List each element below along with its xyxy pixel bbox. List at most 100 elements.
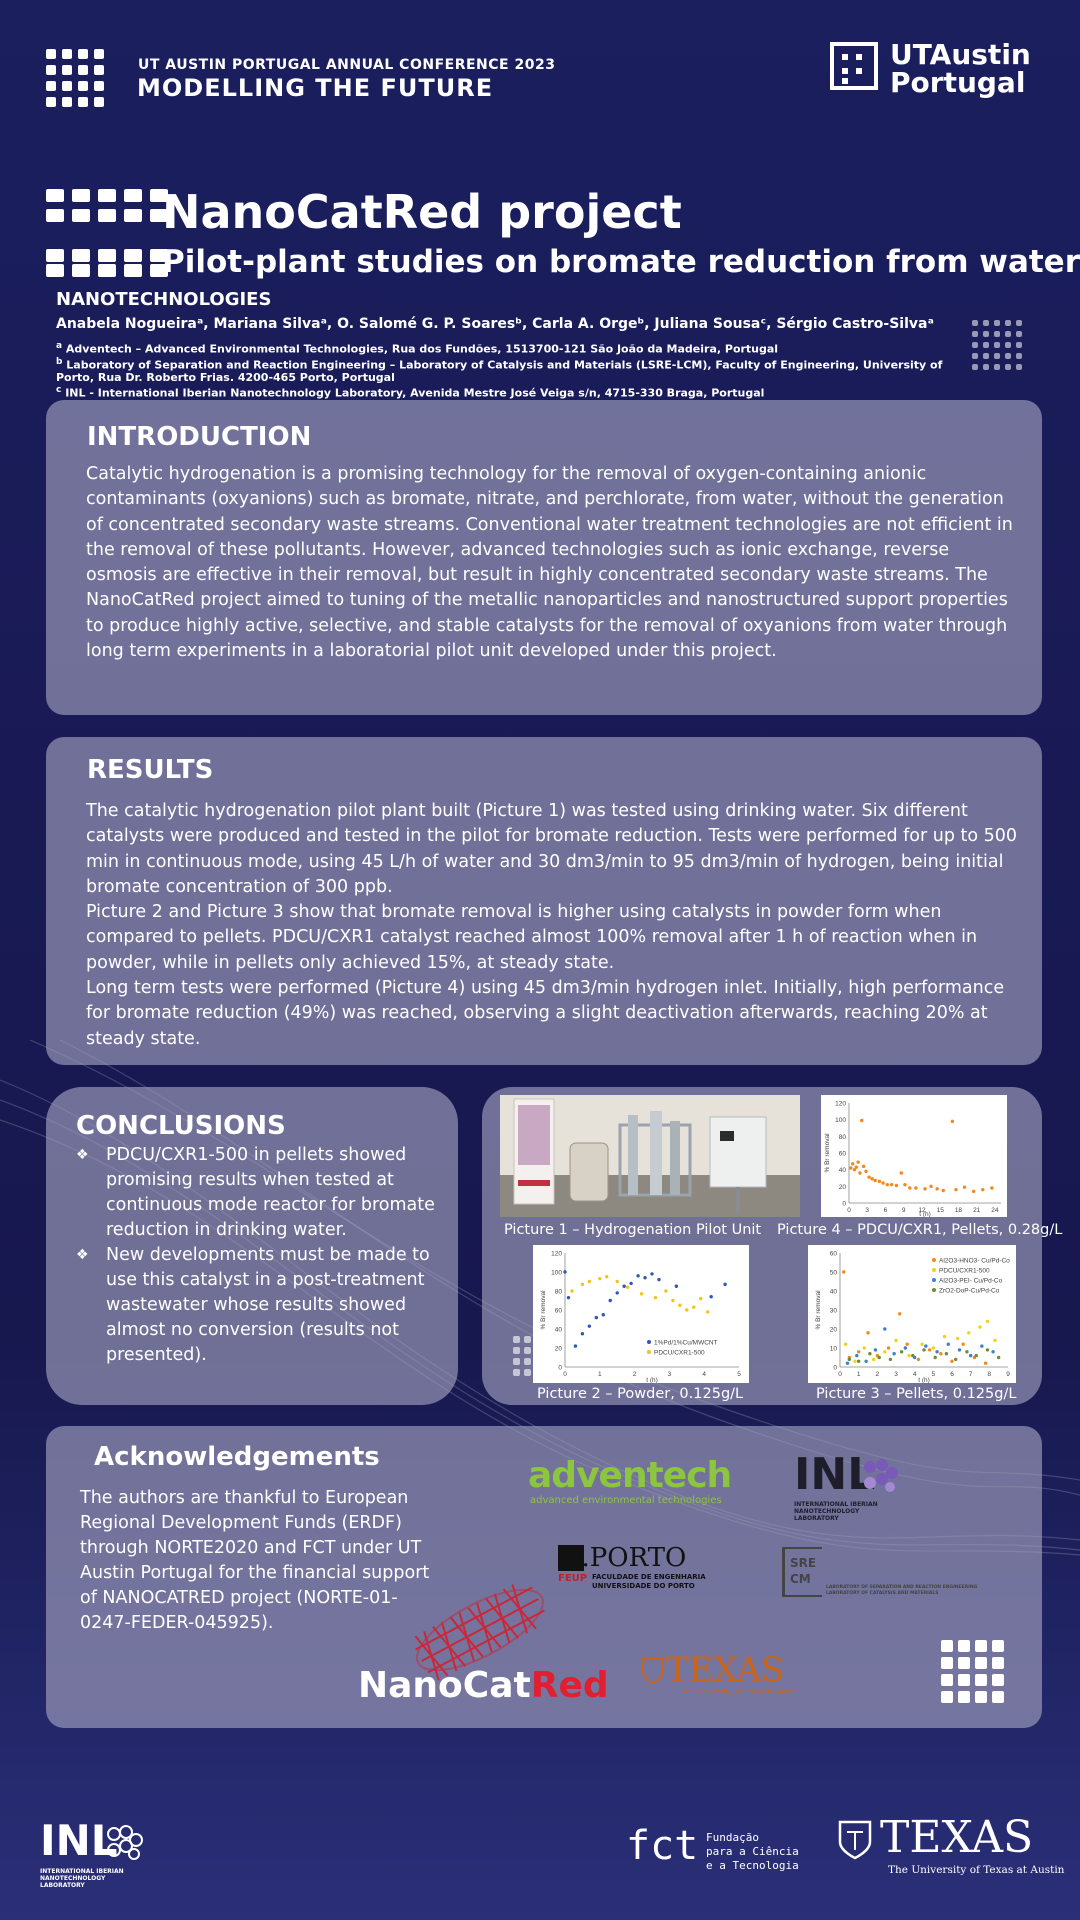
data-point (622, 1284, 626, 1288)
data-point (965, 1350, 969, 1354)
data-point (899, 1350, 904, 1354)
data-point (850, 1162, 855, 1166)
data-point (643, 1276, 647, 1280)
results-body: The catalytic hydrogenation pilot plant … (86, 799, 1021, 1052)
acknowledgements-body: The authors are thankful to European Reg… (80, 1488, 430, 1633)
y-tick-label: 20 (830, 1327, 838, 1334)
data-point (587, 1324, 592, 1328)
x-tick-label: 3 (865, 1207, 869, 1214)
nanocatred-wordmark-b: Red (530, 1665, 609, 1706)
x-tick-label: 15 (937, 1207, 945, 1214)
diamond-bullet-icon: ❖ (76, 1147, 89, 1163)
data-point (723, 1282, 727, 1287)
authors: Anabela Nogueiraᵃ, Mariana Silvaᵃ, O. Sa… (56, 316, 934, 332)
data-point (914, 1186, 918, 1190)
pilot-unit-illustration (500, 1095, 800, 1217)
texas-footer-tagline: The University of Texas at Austin (888, 1864, 1065, 1876)
inl-tagline: INTERNATIONAL IBERIAN NANOTECHNOLOGY LAB… (794, 1501, 878, 1522)
data-point (678, 1303, 682, 1307)
data-point (868, 1352, 872, 1356)
data-point (993, 1338, 997, 1343)
data-point (615, 1291, 619, 1295)
texas-footer-wordmark: TEXAS (880, 1812, 1034, 1863)
decorative-dot-grid (972, 320, 1022, 370)
data-point (883, 1350, 887, 1354)
data-point (856, 1359, 861, 1363)
figure-caption-3: Picture 3 – Pellets, 0.125g/L (816, 1386, 1017, 1402)
x-tick-label: 4 (702, 1371, 706, 1378)
srecm-wordmark: SRE CM (790, 1556, 817, 1586)
data-point (942, 1334, 947, 1339)
data-point (674, 1284, 679, 1288)
data-point (854, 1165, 858, 1169)
y-tick-label: 60 (839, 1151, 847, 1158)
affiliation-b: b Laboratory of Separation and Reaction … (56, 356, 943, 385)
data-point (924, 1344, 928, 1348)
figure-caption-1: Picture 1 – Hydrogenation Pilot Unit (504, 1222, 762, 1238)
data-point (967, 1331, 971, 1335)
x-tick-label: 2 (876, 1371, 880, 1378)
data-point (911, 1353, 915, 1358)
data-point (923, 1187, 927, 1191)
data-point (864, 1359, 868, 1363)
data-point (625, 1285, 630, 1289)
data-point (843, 1342, 848, 1346)
data-point (664, 1289, 668, 1293)
texas-tagline: The University of Texas at Austin (682, 1688, 797, 1696)
data-point (566, 1295, 571, 1300)
inl-hex-icon (864, 1459, 898, 1492)
data-point (650, 1272, 654, 1276)
data-point (685, 1308, 689, 1312)
data-point (920, 1342, 924, 1346)
data-point (927, 1348, 932, 1352)
x-tick-label: 8 (988, 1371, 992, 1378)
data-point (881, 1181, 885, 1185)
conclusions-section: CONCLUSIONS ❖PDCU/CXR1-500 in pellets sh… (46, 1087, 458, 1405)
data-point (856, 1350, 861, 1354)
nanocatred-logo: NanoCatRed (358, 1665, 609, 1706)
data-point (898, 1312, 902, 1316)
y-tick-label: 120 (835, 1101, 846, 1108)
data-point (935, 1187, 939, 1191)
data-point (849, 1166, 853, 1170)
inl-footer-logo: INL INTERNATIONAL IBERIAN NANOTECHNOLOGY… (40, 1816, 160, 1889)
x-tick-label: 18 (955, 1207, 963, 1214)
results-heading: RESULTS (87, 755, 214, 785)
y-tick-label: 10 (830, 1346, 838, 1353)
data-point (864, 1169, 868, 1174)
data-point (852, 1167, 857, 1172)
data-point (985, 1319, 990, 1324)
data-point (842, 1270, 846, 1274)
data-point (933, 1355, 937, 1360)
x-tick-label: 1 (857, 1371, 861, 1378)
data-point (608, 1298, 612, 1303)
introduction-heading: INTRODUCTION (87, 422, 312, 452)
y-axis-label: % Br removal (824, 1133, 831, 1173)
data-point (903, 1182, 907, 1187)
data-point (888, 1357, 893, 1362)
data-point (867, 1175, 871, 1179)
project-subtitle: Pilot-plant studies on bromate reduction… (162, 244, 1080, 280)
legend-marker (932, 1258, 936, 1262)
y-tick-label: 0 (558, 1365, 562, 1372)
conclusions-heading: CONCLUSIONS (76, 1111, 286, 1141)
data-point (873, 1178, 877, 1183)
data-point (845, 1361, 850, 1365)
legend-label: 1%Pd/1%Cu/MWCNT (654, 1340, 718, 1347)
x-tick-label: 5 (737, 1371, 741, 1378)
inl-footer-tagline: INTERNATIONAL IBERIAN NANOTECHNOLOGY LAB… (40, 1868, 124, 1889)
data-point (978, 1325, 982, 1329)
data-point (935, 1350, 939, 1354)
texas-wordmark: TEXAS (666, 1650, 785, 1690)
inl-footer-wordmark: INL (40, 1816, 118, 1865)
uporto-logo: U.PORTO FEUP FACULDADE DE ENGENHARIA UNI… (558, 1543, 728, 1597)
data-point (598, 1276, 602, 1281)
data-point (931, 1346, 936, 1350)
data-point (877, 1355, 881, 1360)
srecm-logo: SRE CM LABORATORY OF SEPARATION AND REAC… (782, 1545, 982, 1601)
y-tick-label: 120 (551, 1251, 562, 1258)
x-tick-label: 0 (563, 1371, 567, 1378)
data-point (847, 1357, 852, 1362)
introduction-body: Catalytic hydrogenation is a promising t… (86, 464, 1013, 662)
data-point (939, 1352, 943, 1356)
